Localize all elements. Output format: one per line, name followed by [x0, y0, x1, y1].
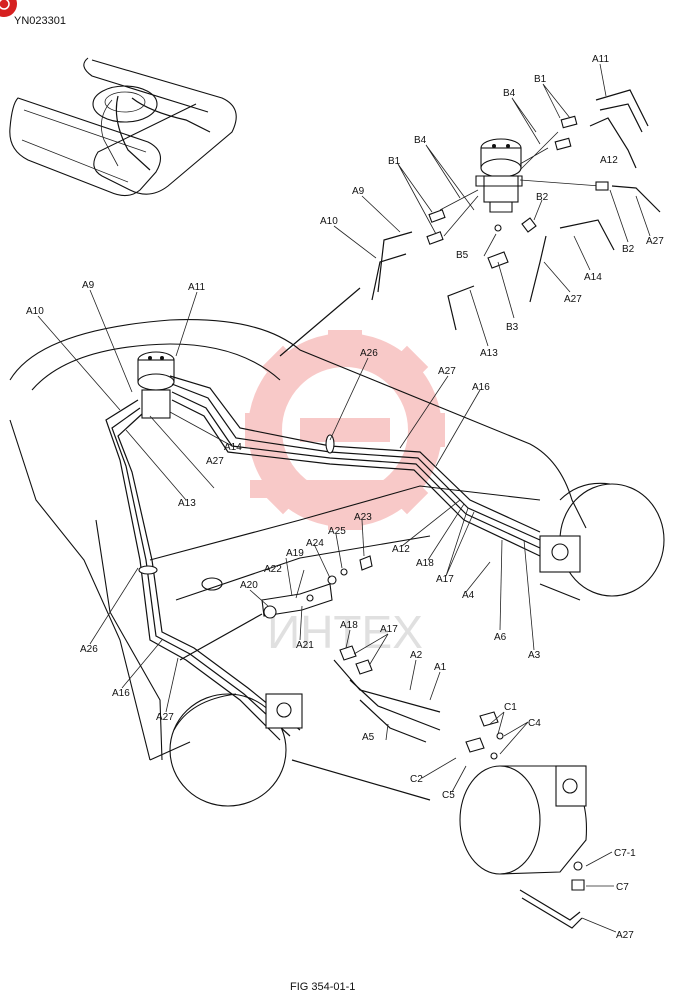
- callout-a3: A3: [528, 650, 541, 661]
- callout-a17-upper: A17: [436, 574, 454, 585]
- callout-a16-left: A16: [112, 688, 130, 699]
- callout-b1-mid: B1: [388, 156, 401, 167]
- callout-a4: A4: [462, 590, 475, 601]
- callout-a12-lower: A12: [392, 544, 410, 555]
- callout-c7: C7: [616, 882, 629, 893]
- document-code: YN023301: [14, 15, 66, 27]
- callout-a9-left: A9: [82, 280, 95, 291]
- callout-a18-upper: A18: [416, 558, 434, 569]
- callout-a23: A23: [354, 512, 372, 523]
- callout-a17-lower: A17: [380, 624, 398, 635]
- callout-a20: A20: [240, 580, 258, 591]
- swivel-joint-installed: [137, 351, 175, 419]
- callout-c4: C4: [528, 718, 541, 729]
- exploded-fittings: [426, 115, 609, 269]
- callout-b4-top: B4: [503, 88, 516, 99]
- callout-b1-top: B1: [534, 74, 547, 85]
- callout-b5: B5: [456, 250, 469, 261]
- callout-b2-right: B2: [622, 244, 635, 255]
- exploded-bracket-parts: [179, 555, 373, 661]
- callout-c7-1: C7-1: [614, 848, 636, 859]
- callout-a10-top: A10: [320, 216, 338, 227]
- callout-a27-mid: A27: [564, 294, 582, 305]
- callout-a26-left: A26: [80, 644, 98, 655]
- callout-a27-bottom: A27: [616, 930, 634, 941]
- callout-a14-left: A14: [224, 442, 242, 453]
- exploded-hoses-lower: [291, 645, 504, 801]
- callout-a12-top: A12: [600, 155, 618, 166]
- callout-a21: A21: [296, 640, 314, 651]
- part-callouts: A11 B1 B4 B4 B1 A12 A9 B2 A10 A27 B2 B5 …: [26, 54, 664, 941]
- excavator-lower-frame: [9, 319, 587, 761]
- right-travel-motor: [539, 482, 665, 601]
- callout-a25: A25: [328, 526, 346, 537]
- corner-badge: [0, 0, 17, 17]
- callout-b3: B3: [506, 322, 519, 333]
- callout-b2: B2: [536, 192, 549, 203]
- callout-c2: C2: [410, 774, 423, 785]
- callout-c1: C1: [504, 702, 517, 713]
- travel-motor-detail: [459, 765, 588, 929]
- callout-a24: A24: [306, 538, 324, 549]
- callout-a6: A6: [494, 632, 507, 643]
- callout-b4-mid: B4: [414, 135, 427, 146]
- callout-a13-top: A13: [480, 348, 498, 359]
- callout-a13-left: A13: [178, 498, 196, 509]
- callout-a16-upper: A16: [472, 382, 490, 393]
- callout-a26-top: A26: [360, 348, 378, 359]
- figure-caption: FIG 354-01-1: [290, 981, 355, 993]
- callout-a11-top: A11: [592, 54, 609, 65]
- callout-a18-lower: A18: [340, 620, 358, 631]
- callout-a27-left: A27: [206, 456, 224, 467]
- callout-a1: A1: [434, 662, 447, 673]
- swivel-joint-exploded: [439, 131, 601, 237]
- callout-a11-left: A11: [188, 282, 205, 293]
- hose-bundle-left: [105, 399, 301, 741]
- callout-a19: A19: [286, 548, 304, 559]
- callout-a22: A22: [264, 564, 282, 575]
- leader-lines: [37, 63, 651, 933]
- callout-a10-left: A10: [26, 306, 44, 317]
- callout-a27-upper: A27: [438, 366, 456, 377]
- watermark-logo: [245, 330, 445, 530]
- callout-a27-lower: A27: [156, 712, 174, 723]
- callout-a14-right: A14: [584, 272, 602, 283]
- callout-c5: C5: [442, 790, 455, 801]
- callout-a2: A2: [410, 650, 423, 661]
- callout-a9-top: A9: [352, 186, 365, 197]
- callout-a27-right: A27: [646, 236, 664, 247]
- undercarriage-thumbnail: [9, 57, 237, 197]
- left-travel-motor: [169, 693, 303, 807]
- callout-a5: A5: [362, 732, 375, 743]
